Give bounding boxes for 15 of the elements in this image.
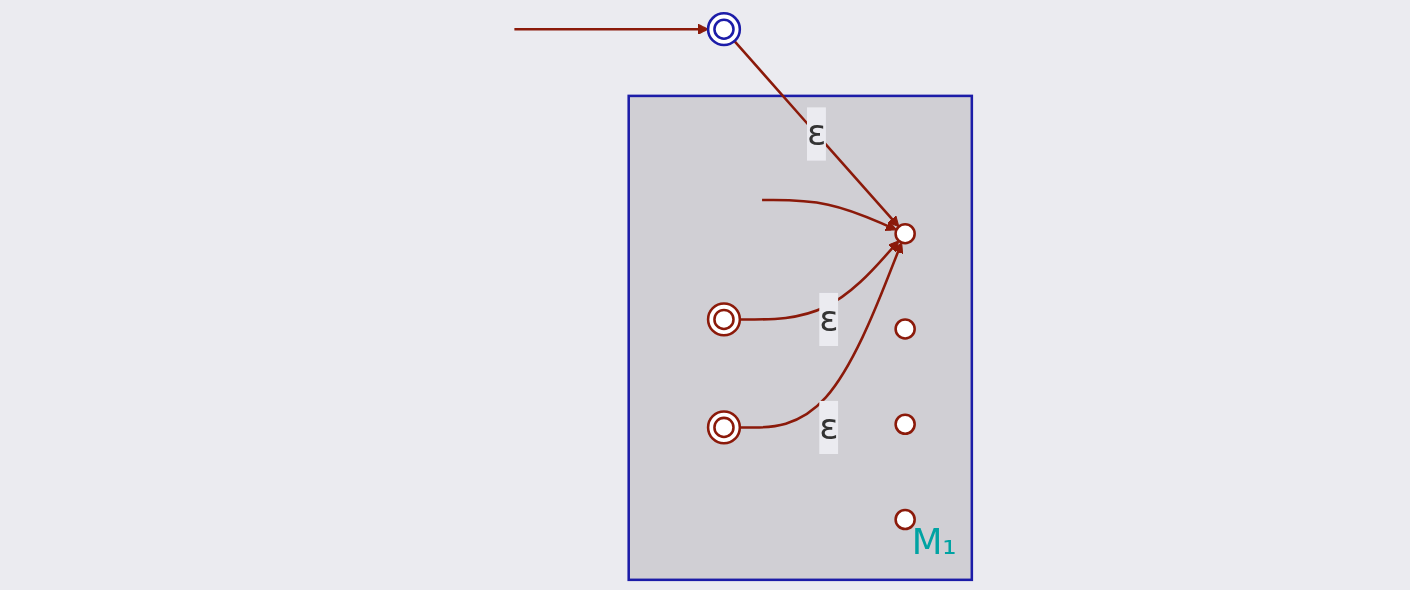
arrow xyxy=(762,198,897,231)
arrow xyxy=(514,23,709,35)
node-doublecircle xyxy=(706,12,742,47)
edge-label: ε xyxy=(819,405,839,448)
edge-label: ε xyxy=(819,297,839,340)
node-circle xyxy=(894,508,916,531)
node-doublecircle xyxy=(706,302,742,337)
arrow xyxy=(739,240,900,321)
arrow xyxy=(733,40,900,228)
edge-label: ε xyxy=(806,112,827,155)
arrow xyxy=(739,242,904,429)
node-circle xyxy=(894,413,916,436)
node-circle xyxy=(894,222,916,245)
node-circle xyxy=(894,318,916,340)
node-doublecircle xyxy=(706,410,742,445)
